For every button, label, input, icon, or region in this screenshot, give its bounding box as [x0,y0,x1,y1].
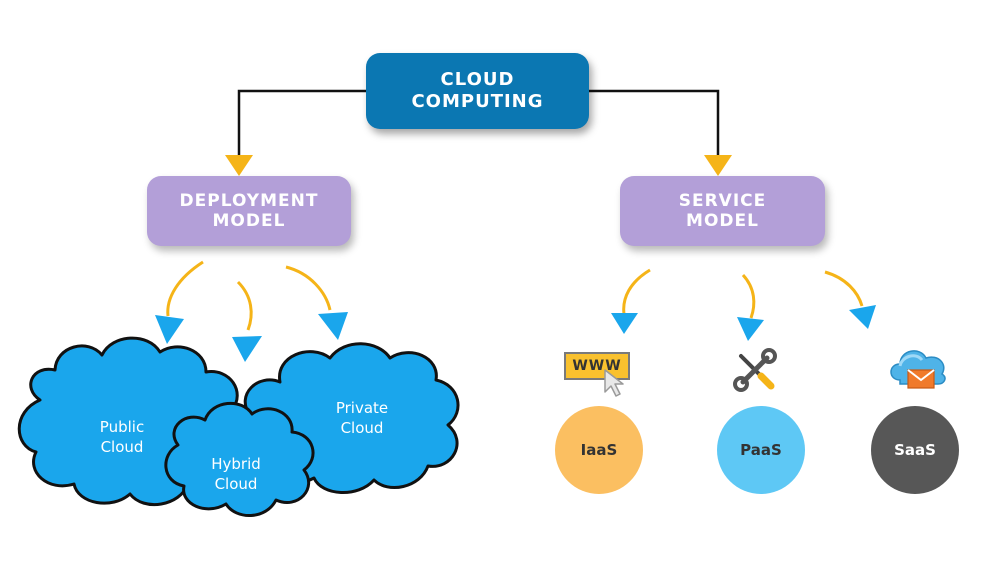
cloud-mail-icon [890,350,946,389]
saas-circle: SaaS [871,406,959,494]
deployment-model-line2: MODEL [212,211,286,231]
arrow-to-private-cloud [285,265,348,340]
cursor-arrow-icon [604,369,624,397]
connector-root-to-service [589,89,720,160]
hybrid-cloud-label: Hybrid Cloud [186,455,286,494]
hybrid-cloud-shape [164,401,315,517]
paas-circle: PaaS [717,406,805,494]
arrow-to-hybrid-cloud [232,280,262,362]
hybrid-cloud-line2: Cloud [214,474,258,493]
iaas-label: IaaS [580,441,618,459]
private-cloud-line1: Private [335,399,389,417]
arrow-to-saas [824,270,876,329]
connector-root-to-deployment [237,89,366,160]
private-cloud-label: Private Cloud [312,399,412,438]
paas-label: PaaS [740,441,782,459]
service-model-box: SERVICE MODEL [620,176,825,246]
iaas-circle: IaaS [555,406,643,494]
service-model-line2: MODEL [686,211,759,231]
arrowhead-deployment [225,155,253,176]
public-cloud-line2: Cloud [100,437,144,456]
service-model-line1: SERVICE [678,190,767,211]
deployment-model-line1: DEPLOYMENT [179,190,319,211]
root-title-line1: CLOUD [440,69,515,91]
arrow-to-public-cloud [155,260,204,344]
arrow-to-iaas [611,268,651,334]
deployment-model-box: DEPLOYMENT MODEL [147,176,351,246]
arrow-to-paas [737,273,764,341]
public-cloud-line1: Public [99,418,145,436]
cloud-computing-box: CLOUD COMPUTING [366,53,589,129]
saas-label: SaaS [894,441,936,459]
public-cloud-label: Public Cloud [72,418,172,457]
private-cloud-line2: Cloud [340,418,384,437]
root-title-line2: COMPUTING [411,91,544,112]
tools-icon [733,348,777,392]
arrowhead-service [704,155,732,176]
www-text: WWW [572,358,622,374]
www-cursor-icon: WWW [564,352,630,380]
hybrid-cloud-line1: Hybrid [211,455,261,473]
